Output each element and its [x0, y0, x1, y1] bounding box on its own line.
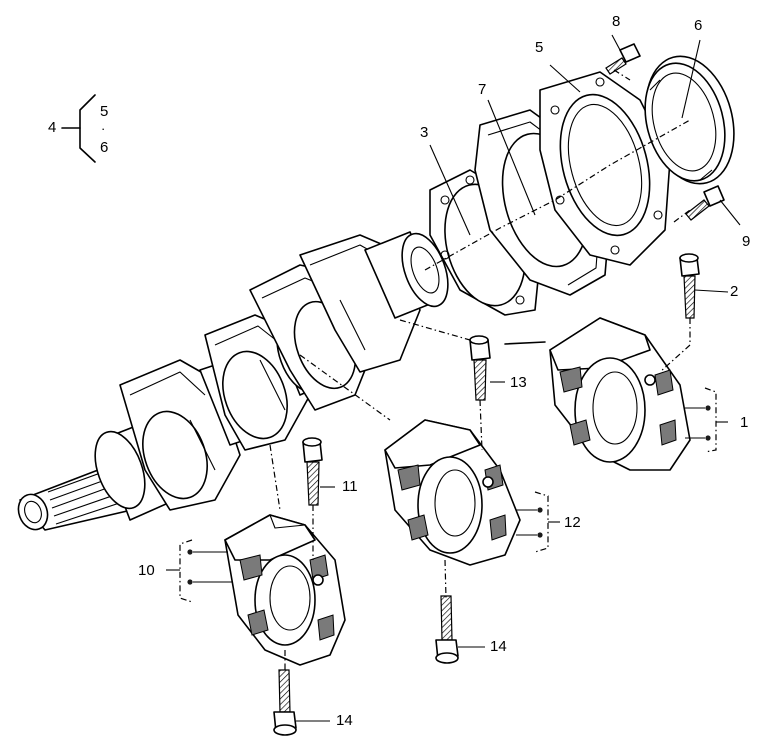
oil-seal-6 — [644, 55, 735, 185]
bolt-11 — [302, 437, 323, 506]
callout-1: 1 — [740, 414, 749, 431]
callout-7: 7 — [478, 81, 487, 98]
bearing-housing-12 — [384, 419, 521, 566]
bolt-13 — [469, 335, 491, 401]
callout-10: 10 — [138, 562, 155, 579]
callout-5: 5 — [535, 39, 544, 56]
callout-2: 2 — [730, 283, 739, 300]
callout-14-middle: 14 — [490, 638, 507, 655]
legend-group-last-label: 6 — [100, 139, 109, 156]
callout-12: 12 — [564, 514, 581, 531]
assembly-lines — [269, 69, 691, 672]
bearing-housing-10 — [224, 514, 346, 666]
bolt-14-bottom — [273, 669, 297, 736]
legend-group-first-label: 5 — [100, 103, 109, 120]
callout-6: 6 — [694, 17, 703, 34]
legend-group-dot: · — [101, 121, 106, 136]
callout-13: 13 — [510, 374, 527, 391]
bolt-14-middle — [435, 595, 459, 664]
bearing-housing-1 — [549, 317, 691, 471]
brackets — [61, 94, 728, 603]
callout-8: 8 — [612, 13, 621, 30]
callout-11: 11 — [342, 478, 358, 495]
callout-9: 9 — [742, 233, 751, 250]
bolt-8 — [605, 43, 641, 75]
bolt-9 — [685, 185, 725, 221]
crankshaft — [17, 231, 449, 531]
leader-lines — [296, 34, 741, 722]
callout-3: 3 — [420, 124, 429, 141]
legend-group-parent-label: 4 — [48, 119, 57, 136]
bolt-2 — [679, 253, 700, 319]
callout-14-bottom: 14 — [336, 712, 353, 729]
